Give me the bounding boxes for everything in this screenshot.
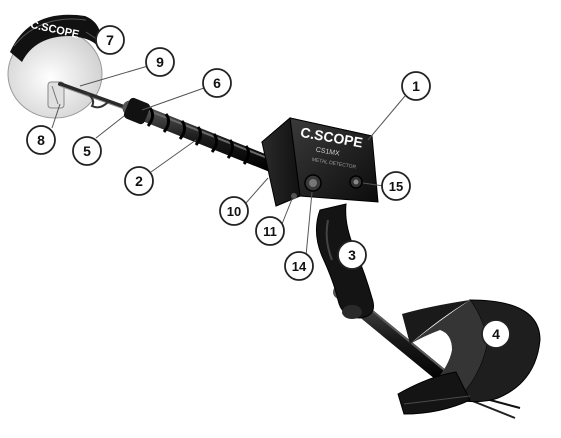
upper-shaft — [122, 97, 293, 178]
callout-8: 8 — [26, 125, 56, 155]
callout-4-label: 4 — [492, 326, 500, 342]
callout-14: 14 — [284, 251, 314, 281]
callout-11: 11 — [255, 216, 285, 246]
callout-9-label: 9 — [156, 54, 164, 70]
callout-7: 7 — [95, 25, 125, 55]
callout-6-label: 6 — [213, 75, 221, 91]
callout-7-label: 7 — [106, 32, 114, 48]
callout-2: 2 — [124, 166, 154, 196]
callout-3-label: 3 — [348, 247, 356, 263]
callout-8-label: 8 — [37, 132, 45, 148]
callout-10: 10 — [219, 196, 249, 226]
callout-5-label: 5 — [83, 143, 91, 159]
cable-coils — [146, 107, 251, 165]
callout-9: 9 — [145, 47, 175, 77]
callout-15-label: 15 — [389, 179, 403, 194]
box-model: CS1MX — [315, 147, 340, 158]
leader-lines — [51, 31, 406, 257]
callout-2-label: 2 — [135, 173, 143, 189]
headphone-jack — [291, 193, 297, 199]
shaft-lock — [123, 97, 151, 125]
callout-4: 4 — [481, 319, 511, 349]
callout-6: 6 — [202, 68, 232, 98]
callout-15: 15 — [381, 171, 411, 201]
callout-14-label: 14 — [292, 259, 307, 274]
control-knob[interactable] — [304, 174, 322, 192]
armrest — [397, 299, 541, 415]
control-box: C.SCOPE CS1MX METAL DETECTOR — [260, 117, 379, 207]
search-coil: C.SCOPE — [7, 14, 103, 119]
callout-5: 5 — [72, 136, 102, 166]
callout-1: 1 — [401, 71, 431, 101]
mode-switch[interactable] — [349, 175, 363, 189]
callout-1-label: 1 — [412, 78, 420, 94]
callout-10-label: 10 — [227, 204, 241, 219]
callout-11-label: 11 — [263, 224, 277, 239]
coil-bracket — [47, 81, 65, 109]
callout-3: 3 — [337, 240, 367, 270]
